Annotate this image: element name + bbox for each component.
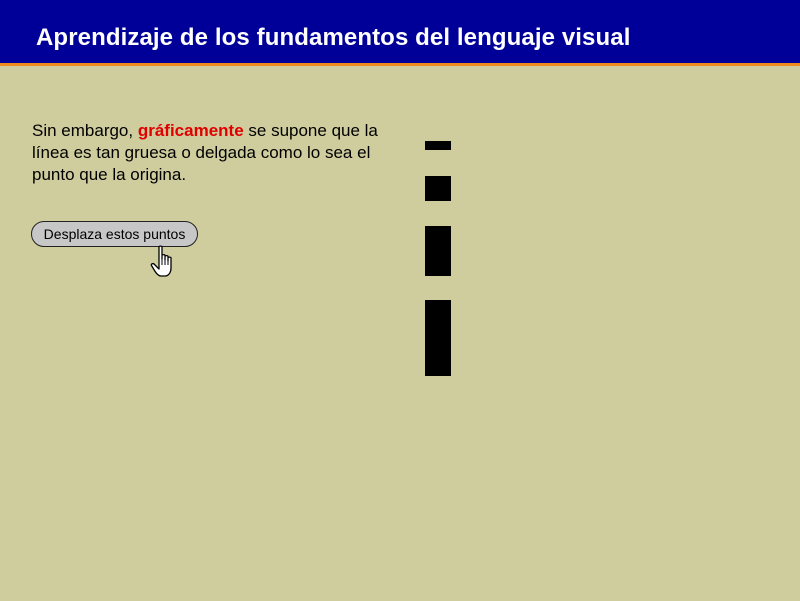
intro-text: Sin embargo, gráficamente se supone que … bbox=[32, 120, 382, 186]
hand-pointer-icon bbox=[150, 245, 172, 277]
intro-text-start: Sin embargo, bbox=[32, 121, 138, 140]
medium-line-point[interactable] bbox=[425, 176, 451, 201]
header-bar: Aprendizaje de los fundamentos del lengu… bbox=[0, 0, 800, 66]
intro-text-end: se supone que la línea es tan gruesa o d… bbox=[32, 121, 378, 184]
page-title: Aprendizaje de los fundamentos del lengu… bbox=[36, 24, 631, 51]
thickest-line-point[interactable] bbox=[425, 300, 451, 376]
move-points-button[interactable]: Desplaza estos puntos bbox=[31, 221, 198, 247]
intro-highlight: gráficamente bbox=[137, 121, 244, 140]
thick-line-point[interactable] bbox=[425, 226, 451, 276]
thin-line-point[interactable] bbox=[425, 141, 451, 150]
